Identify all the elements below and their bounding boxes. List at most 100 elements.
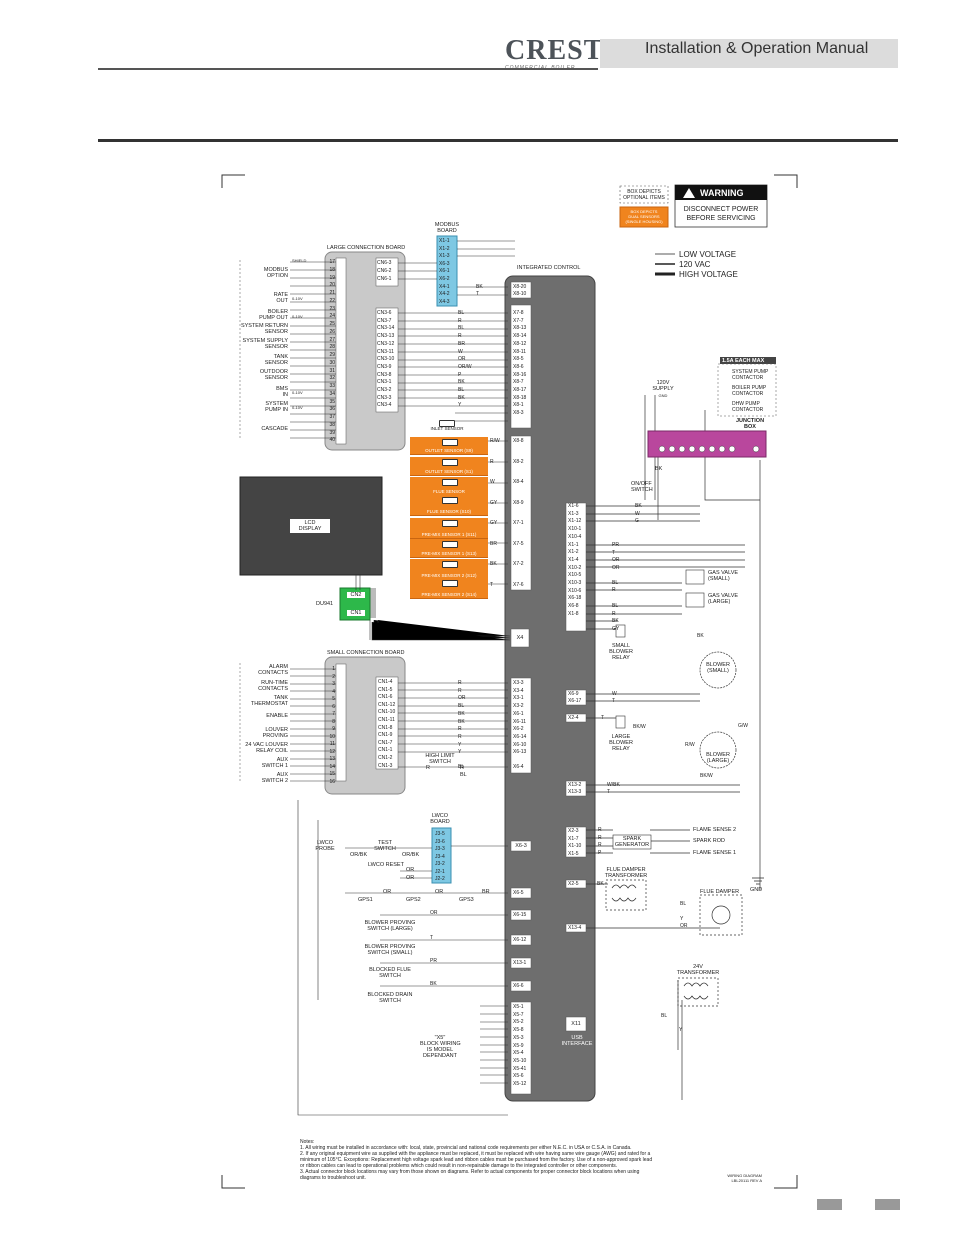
- modbus-pin: X6-3: [439, 260, 450, 267]
- switch-label: SWITCH (SMALL): [367, 950, 413, 956]
- blower-large-2: (LARGE): [706, 758, 730, 764]
- ic-pin: X13-3: [568, 789, 582, 795]
- wire-color: R: [598, 827, 602, 833]
- small-terminal-number: 12: [329, 748, 335, 755]
- ic-pin: X8-3: [513, 410, 524, 417]
- legend-dual-3: (SINGLE HOUSING): [625, 219, 663, 224]
- large-terminal-number: 24: [329, 313, 335, 320]
- wire-color: BL: [680, 901, 687, 907]
- section-rule: [98, 139, 898, 142]
- field-label: AUX: [276, 772, 288, 778]
- large-terminal-number: 30: [329, 359, 335, 366]
- wire-color: R/W: [490, 438, 500, 444]
- lwco-probe-2: PROBE: [315, 846, 335, 852]
- lbr-3: RELAY: [612, 746, 630, 752]
- gas-small-1: GAS VALVE: [708, 570, 739, 576]
- blower-small-2: (SMALL): [707, 668, 729, 674]
- thermistor-icon: [442, 497, 458, 504]
- lwco-pin: J3-3: [435, 846, 445, 852]
- thermistor-icon: [442, 561, 458, 568]
- lwco-reset: LWCO RESET: [368, 862, 404, 868]
- small-connector-pin: CN1-11: [378, 717, 395, 723]
- wire-color: R: [458, 680, 462, 686]
- large-terminal-number: 27: [329, 336, 335, 343]
- wire-color: W: [458, 348, 463, 355]
- high-limit-1: HIGH LIMIT: [425, 753, 455, 759]
- ic-x5-pin: X5-8: [513, 1027, 524, 1034]
- large-connector-pin: CN3-11: [377, 348, 394, 355]
- ic-x5-pin: X5-10: [513, 1057, 527, 1064]
- ic-pin: X10-2: [568, 564, 582, 571]
- ic-pin: X6-13: [513, 749, 527, 756]
- ic-x5-pin: X5-4: [513, 1050, 524, 1057]
- flame-sense-2: FLAME SENSE 2: [693, 827, 737, 833]
- sensor-box: FLUE SENSOR: [410, 477, 488, 496]
- ic-pin: X1-5: [568, 850, 579, 857]
- small-terminal-number: 4: [332, 688, 335, 695]
- ic-pin: X6-6: [513, 983, 524, 989]
- usb-label-1: USB: [571, 1035, 583, 1041]
- warning-line1: DISCONNECT POWER: [683, 206, 759, 213]
- wire-color: R: [458, 726, 462, 733]
- large-terminal-number: 40: [329, 437, 335, 444]
- onoff-1: ON/OFF: [631, 481, 652, 487]
- ic-pin: X6-14: [513, 733, 527, 740]
- large-connector-pin: CN3-10: [377, 356, 395, 363]
- ic-pin: X2-5: [568, 881, 579, 887]
- small-terminal-number: 3: [332, 681, 335, 687]
- contactor-label: DHW PUMP: [732, 401, 760, 407]
- ic-x5-pin: X5-7: [513, 1011, 524, 1018]
- spark-2: GENERATOR: [614, 842, 650, 848]
- sensor-box: OUTLET SENSOR (S1): [410, 457, 488, 476]
- field-label: PUMP OUT: [259, 315, 288, 321]
- gps1-label: GPS1: [358, 897, 373, 903]
- wire-color: GY: [490, 499, 498, 506]
- legend-optional-2: OPTIONAL ITEMS: [623, 195, 665, 201]
- large-terminal-number: 20: [329, 282, 335, 289]
- small-connector-pin: CN1-3: [378, 762, 393, 769]
- small-connector-pin: CN1-5: [378, 686, 393, 693]
- field-label: MODBUS: [263, 267, 288, 273]
- field-label: LOUVER: [265, 727, 288, 733]
- large-connector-pin: CN3-12: [377, 340, 395, 347]
- large-connector-pin: CN3-6: [377, 310, 392, 316]
- wire-color: T: [430, 935, 434, 941]
- wire-color: BL: [612, 603, 619, 609]
- wire-color: OR: [458, 695, 466, 702]
- ic-pin: X6-17: [568, 698, 582, 704]
- large-terminal-number: 21: [329, 290, 335, 296]
- gps-br: BR: [482, 889, 490, 895]
- wire-color: G/W: [738, 723, 748, 729]
- footer-page-box: [817, 1199, 842, 1210]
- sensor-box: PRE-MIX SENSOR 2 (S14): [410, 578, 488, 599]
- ic-pin: X6-9: [568, 691, 579, 697]
- thermistor-icon: [442, 541, 458, 548]
- large-connector-pin: CN3-7: [377, 317, 392, 324]
- wire-color: BK: [458, 710, 465, 717]
- thermistor-icon: [442, 580, 458, 587]
- ic-pin: X8-13: [513, 325, 527, 332]
- supply-1: 120V: [656, 380, 670, 386]
- ic-pin: X6-1: [513, 710, 524, 717]
- ic-pin: X6-11: [513, 718, 526, 725]
- ic-pin: X8-14: [513, 333, 527, 340]
- legend-high-voltage: HIGH VOLTAGE: [679, 270, 738, 279]
- lwco-pin: J3-5: [435, 831, 445, 837]
- sensor-label: FLUE SENSOR (S10): [426, 509, 471, 514]
- sensor-box: PRE-MIX SENSOR 2 (S12): [410, 559, 488, 580]
- wire-color: R: [598, 834, 602, 841]
- field-label: SYSTEM RETURN: [240, 323, 288, 329]
- ic-pin: X2-4: [568, 715, 579, 721]
- shield-label: 0-10V: [292, 390, 303, 395]
- ic-pin: X3-3: [513, 680, 524, 686]
- wire-color: OR/W: [458, 363, 472, 370]
- field-label: IN: [282, 392, 289, 398]
- ic-pin: X6-4: [513, 764, 524, 770]
- field-label: SENSOR: [264, 360, 288, 366]
- field-label: SYSTEM SUPPLY: [242, 338, 288, 344]
- high-limit-c3: BL: [460, 772, 467, 778]
- contactor-label: CONTACTOR: [732, 391, 764, 397]
- ic-pin: X1-12: [568, 518, 582, 525]
- lbr-1: LARGE: [611, 734, 631, 740]
